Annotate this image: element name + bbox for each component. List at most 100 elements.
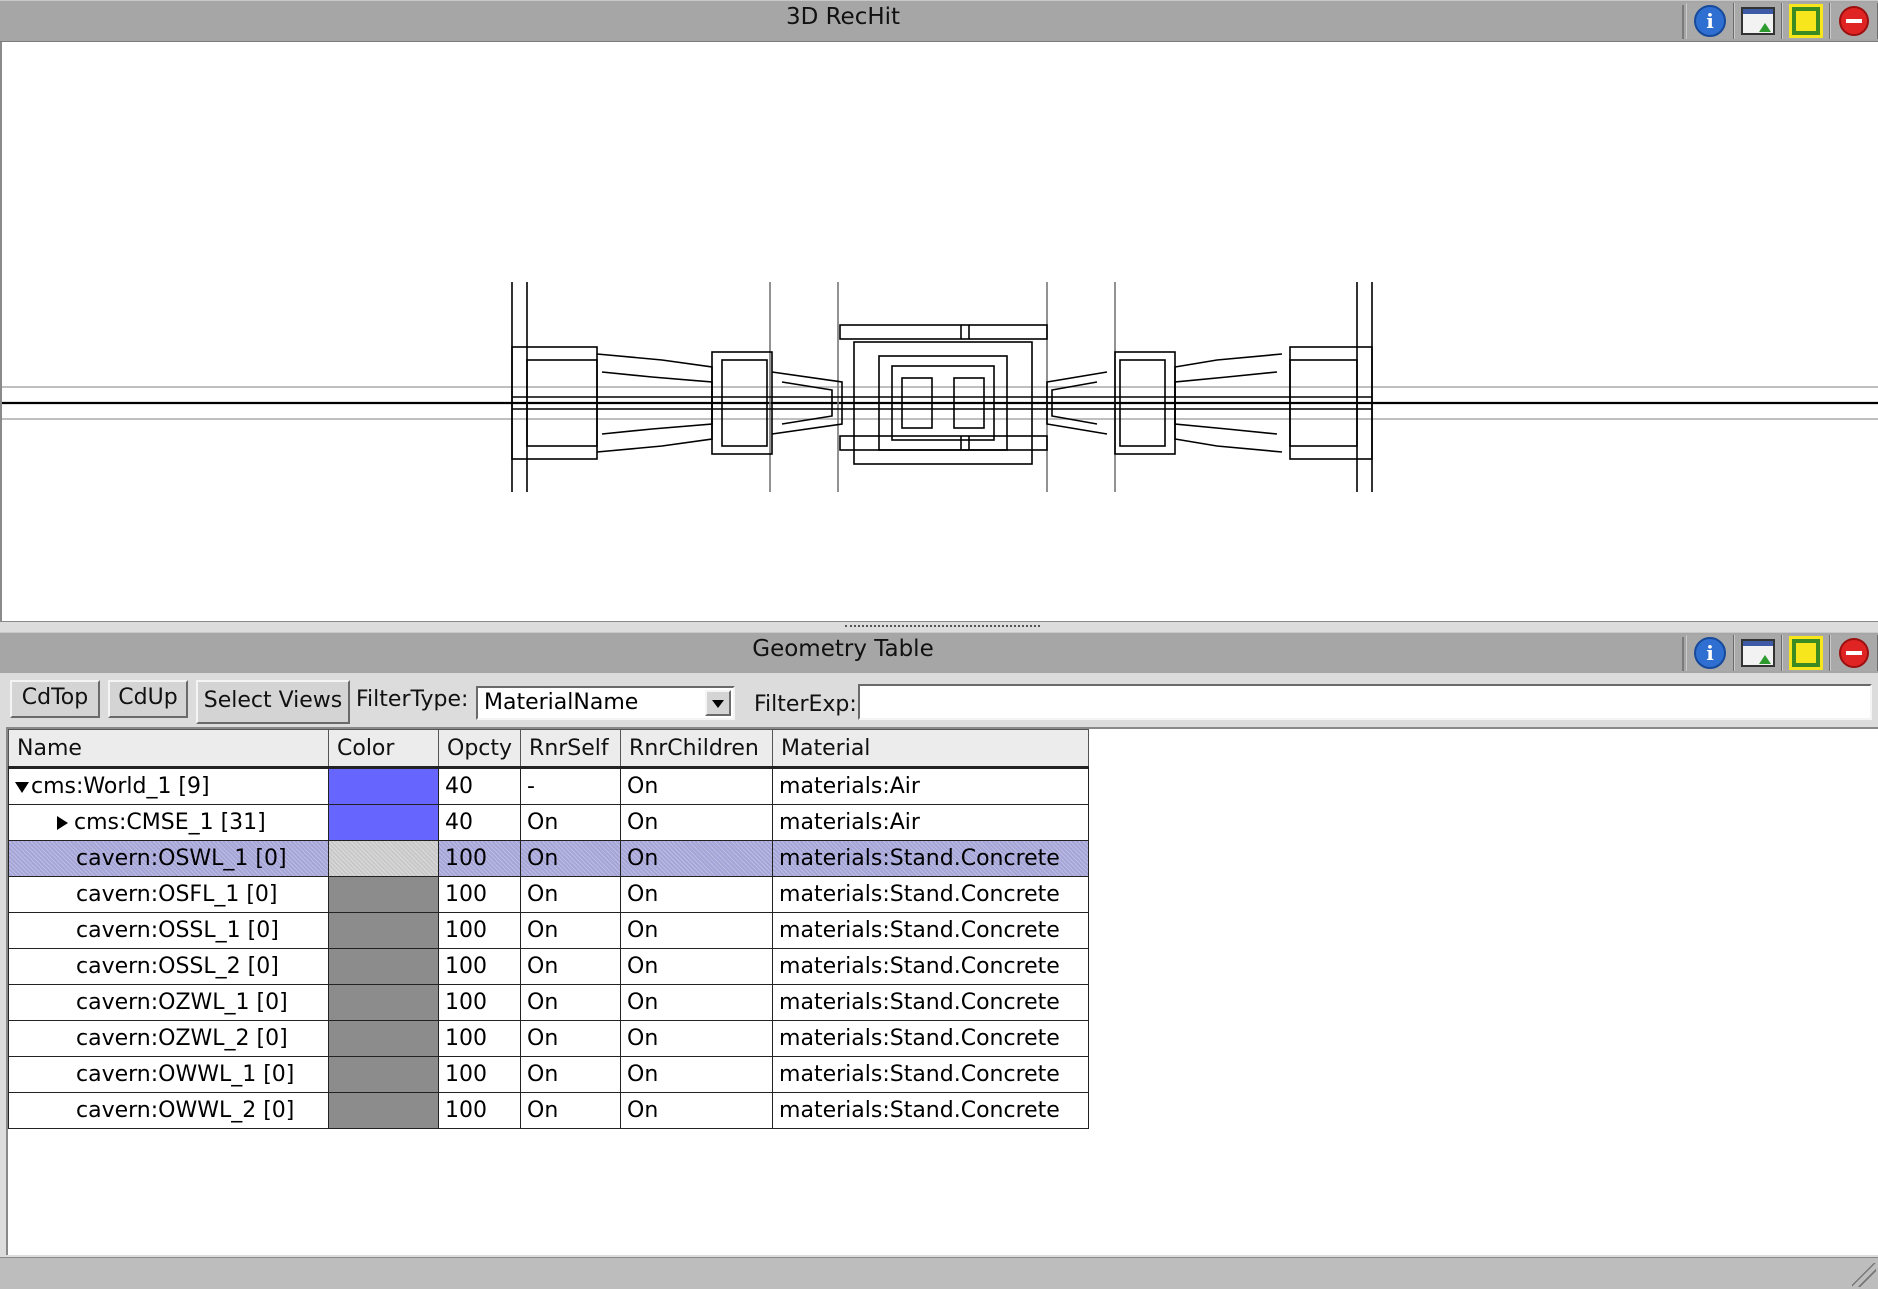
geometry-info-button[interactable]: i bbox=[1686, 635, 1734, 671]
name-cell[interactable]: cavern:OWWL_1 [0] bbox=[8, 1056, 329, 1093]
rnrself-cell[interactable]: On bbox=[520, 1020, 622, 1057]
material-cell[interactable]: materials:Stand.Concrete bbox=[772, 876, 1090, 913]
column-header-material[interactable]: Material bbox=[772, 729, 1090, 769]
material-cell[interactable]: materials:Stand.Concrete bbox=[772, 912, 1090, 949]
resize-grip-icon[interactable] bbox=[1852, 1263, 1876, 1287]
rnrself-cell[interactable]: On bbox=[520, 1092, 622, 1129]
rnrself-cell[interactable]: On bbox=[520, 912, 622, 949]
rnrchildren-cell[interactable]: On bbox=[620, 984, 774, 1021]
material-cell[interactable]: materials:Stand.Concrete bbox=[772, 1020, 1090, 1057]
color-cell[interactable] bbox=[328, 1092, 439, 1129]
rechit-maximize-button[interactable] bbox=[1782, 3, 1830, 39]
color-cell[interactable] bbox=[328, 876, 439, 913]
rnrchildren-cell[interactable]: On bbox=[620, 804, 774, 841]
color-swatch[interactable] bbox=[329, 877, 438, 912]
rnrself-cell[interactable]: On bbox=[520, 948, 622, 985]
name-cell[interactable]: cms:World_1 [9] bbox=[8, 767, 329, 805]
rechit-close-button[interactable] bbox=[1830, 3, 1878, 39]
name-cell[interactable]: cavern:OSSL_1 [0] bbox=[8, 912, 329, 949]
color-cell[interactable] bbox=[328, 1020, 439, 1057]
column-header-name[interactable]: Name bbox=[8, 729, 329, 769]
opacity-cell[interactable]: 100 bbox=[437, 840, 522, 877]
rnrchildren-cell[interactable]: On bbox=[620, 840, 774, 877]
rnrself-cell[interactable]: On bbox=[520, 984, 622, 1021]
color-cell[interactable] bbox=[328, 912, 439, 949]
select-views-button[interactable]: Select Views bbox=[196, 680, 350, 724]
cdtop-button[interactable]: CdTop bbox=[10, 680, 100, 718]
opacity-cell[interactable]: 100 bbox=[437, 1020, 522, 1057]
color-swatch[interactable] bbox=[329, 769, 438, 804]
material-cell[interactable]: materials:Stand.Concrete bbox=[772, 840, 1090, 877]
color-cell[interactable] bbox=[328, 840, 439, 877]
name-cell[interactable]: cavern:OWWL_2 [0] bbox=[8, 1092, 329, 1129]
material-cell[interactable]: materials:Stand.Concrete bbox=[772, 948, 1090, 985]
chevron-down-icon[interactable] bbox=[705, 690, 731, 716]
color-cell[interactable] bbox=[328, 804, 439, 841]
collapsed-arrow-icon[interactable] bbox=[57, 816, 68, 830]
opacity-cell[interactable]: 100 bbox=[437, 948, 522, 985]
geometry-close-button[interactable] bbox=[1830, 635, 1878, 671]
rnrself-cell[interactable]: - bbox=[520, 767, 622, 805]
color-swatch[interactable] bbox=[329, 1021, 438, 1056]
rnrchildren-cell[interactable]: On bbox=[620, 948, 774, 985]
splitter-grip[interactable] bbox=[845, 625, 1040, 627]
rnrchildren-cell[interactable]: On bbox=[620, 876, 774, 913]
rnrself-cell[interactable]: On bbox=[520, 840, 622, 877]
opacity-cell[interactable]: 40 bbox=[437, 804, 522, 841]
name-cell[interactable]: cavern:OZWL_2 [0] bbox=[8, 1020, 329, 1057]
opacity-cell[interactable]: 100 bbox=[437, 984, 522, 1021]
geometry-maximize-button[interactable] bbox=[1782, 635, 1830, 671]
opacity-cell[interactable]: 40 bbox=[437, 767, 522, 805]
name-cell[interactable]: cavern:OSWL_1 [0] bbox=[8, 840, 329, 877]
opacity-cell[interactable]: 100 bbox=[437, 1056, 522, 1093]
column-header-opacity[interactable]: Opcty bbox=[437, 729, 522, 769]
opacity-cell[interactable]: 100 bbox=[437, 912, 522, 949]
material-cell[interactable]: materials:Stand.Concrete bbox=[772, 984, 1090, 1021]
column-header-rnrchildren[interactable]: RnrChildren bbox=[620, 729, 774, 769]
rechit-undock-button[interactable] bbox=[1734, 3, 1782, 39]
expanded-arrow-icon[interactable] bbox=[15, 781, 29, 793]
material-cell[interactable]: materials:Air bbox=[772, 804, 1090, 841]
color-cell[interactable] bbox=[328, 1056, 439, 1093]
rechit-3d-viewer[interactable] bbox=[0, 42, 1878, 622]
geometry-undock-button[interactable] bbox=[1734, 635, 1782, 671]
name-cell[interactable]: cavern:OSSL_2 [0] bbox=[8, 948, 329, 985]
material-cell[interactable]: materials:Stand.Concrete bbox=[772, 1056, 1090, 1093]
opacity-cell[interactable]: 100 bbox=[437, 876, 522, 913]
name-cell[interactable]: cms:CMSE_1 [31] bbox=[8, 804, 329, 841]
rnrchildren-cell[interactable]: On bbox=[620, 1092, 774, 1129]
rnrself-cell[interactable]: On bbox=[520, 1056, 622, 1093]
rnrself-cell[interactable]: On bbox=[520, 804, 622, 841]
color-swatch[interactable] bbox=[329, 913, 438, 948]
color-swatch[interactable] bbox=[329, 805, 438, 840]
geometry-table-area[interactable]: Name Color Opcty RnrSelf RnrChildren Mat… bbox=[6, 727, 1878, 1255]
color-cell[interactable] bbox=[328, 984, 439, 1021]
color-swatch[interactable] bbox=[329, 985, 438, 1020]
column-header-rnrself[interactable]: RnrSelf bbox=[520, 729, 622, 769]
color-swatch[interactable] bbox=[329, 949, 438, 984]
color-swatch[interactable] bbox=[329, 841, 438, 876]
rnrchildren-cell[interactable]: On bbox=[620, 912, 774, 949]
color-cell[interactable] bbox=[328, 948, 439, 985]
rnrchildren-cell[interactable]: On bbox=[620, 1020, 774, 1057]
color-swatch[interactable] bbox=[329, 1057, 438, 1092]
rnrchildren-cell[interactable]: On bbox=[620, 1056, 774, 1093]
rechit-info-button[interactable]: i bbox=[1686, 3, 1734, 39]
material-cell[interactable]: materials:Air bbox=[772, 767, 1090, 805]
material-cell[interactable]: materials:Stand.Concrete bbox=[772, 1092, 1090, 1129]
filter-type-select[interactable]: MaterialName bbox=[476, 686, 735, 720]
filter-exp-input[interactable] bbox=[858, 684, 1872, 720]
name-cell[interactable]: cavern:OSFL_1 [0] bbox=[8, 876, 329, 913]
rnrchildren-cell[interactable]: On bbox=[620, 767, 774, 805]
name-cell[interactable]: cavern:OZWL_1 [0] bbox=[8, 984, 329, 1021]
